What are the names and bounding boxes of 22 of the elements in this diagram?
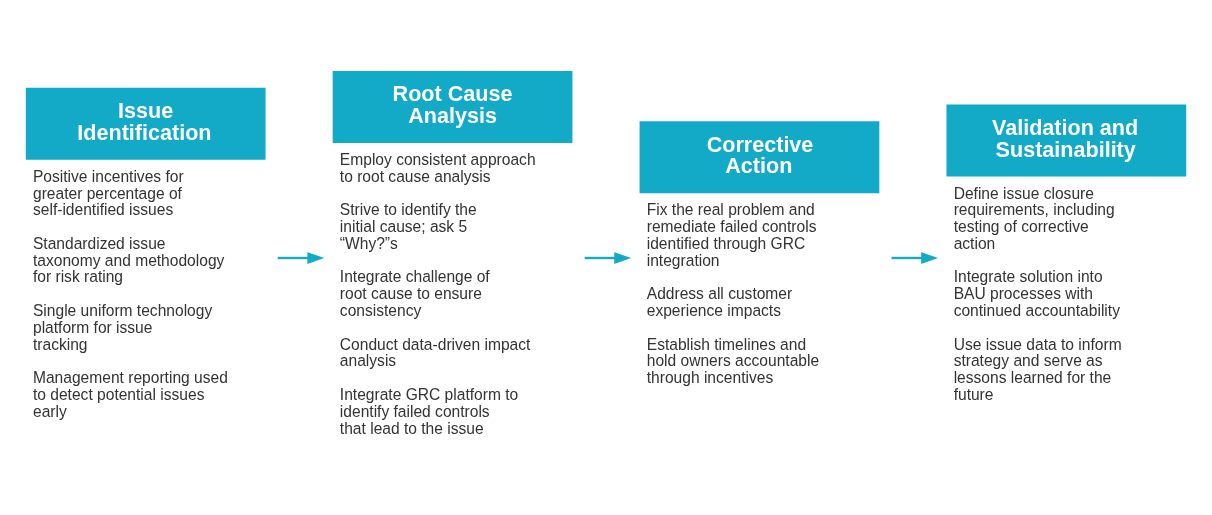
node-label: Strive to identify the initial cause; ask 5 “Why?”s: [339, 200, 477, 252]
node-label: Integrate GRC platform to identify failed controls that lead to the issue: [339, 385, 519, 436]
node-label: Standardized issue taxonomy and methodology for risk rating: [32, 234, 225, 285]
node-label: Management reporting used to detect potential issues early: [32, 368, 228, 420]
node-box: Root Cause Analysis: [332, 70, 573, 143]
node-label: Address all customer experience impacts: [646, 284, 793, 319]
node-label: Positive incentives for greater percentage of self-identified issues: [32, 167, 184, 218]
node-box: Validation and Sustainability: [946, 104, 1187, 176]
arrow: [584, 251, 632, 264]
node-label: Fix the real problem and remediate failed controls identified through GRC integration: [646, 200, 817, 269]
node-label: Integrate solution into BAU processes with continued accountability: [953, 267, 1120, 319]
node-label: Employ consistent approach to root cause analysis: [339, 150, 536, 185]
node-label: Integrate challenge of root cause to ensure consistency: [339, 267, 490, 319]
node-label: Establish timelines and hold owners accountable through incentives: [646, 335, 820, 386]
arrow: [277, 251, 325, 264]
node-box: Corrective Action: [639, 120, 880, 193]
node-label: Single uniform technology platform for issue tracking: [32, 301, 213, 353]
node-label: Define issue closure requirements, including testing of corrective action: [953, 184, 1115, 252]
node-box: Issue Identification: [25, 87, 266, 160]
node-label: Use issue data to inform strategy and serve as lessons learned for the future: [953, 335, 1122, 403]
node-label: Conduct data-driven impact analysis: [339, 335, 531, 369]
arrow: [891, 251, 938, 264]
